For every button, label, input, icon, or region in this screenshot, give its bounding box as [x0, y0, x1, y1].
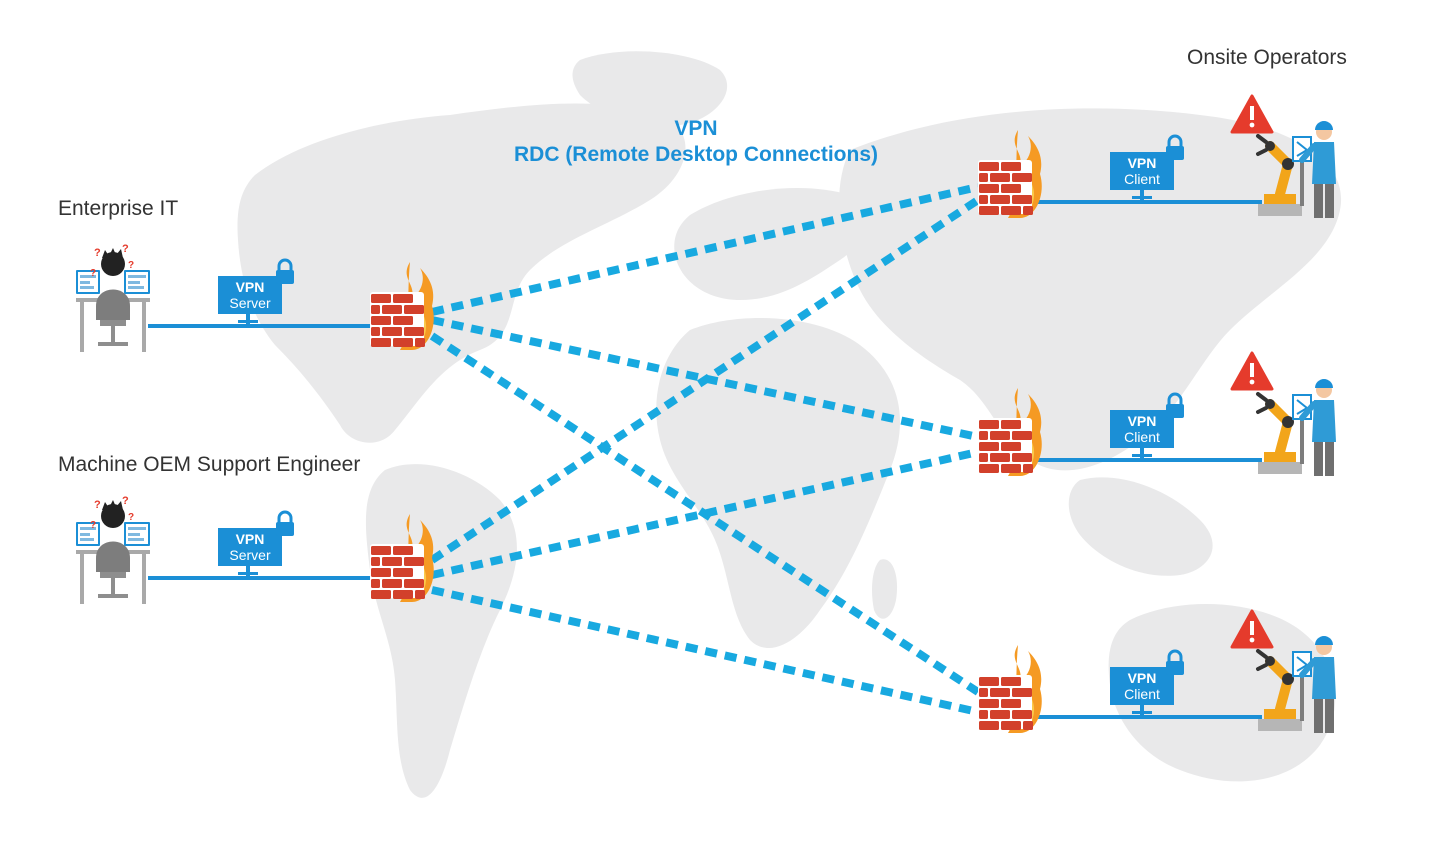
operator-with-robot-icon: [1258, 379, 1336, 476]
australia-shape: [1108, 603, 1336, 782]
southeast-asia-shape: [1068, 477, 1213, 576]
europe-shape: [674, 187, 869, 300]
vpn-client-line1: VPN: [1128, 670, 1157, 686]
vpn-client-line2: Client: [1124, 429, 1160, 445]
vpn-client-stems: [1132, 190, 1152, 717]
greenland-shape: [572, 51, 728, 126]
header-rdc: RDC (Remote Desktop Connections): [513, 143, 879, 166]
oem-engineer-label: Machine OEM Support Engineer: [58, 453, 361, 476]
vpn-server-line1: VPN: [236, 531, 265, 547]
vpn-client-badge-site1: VPN Client: [1110, 152, 1174, 190]
vpn-server-line2: Server: [229, 295, 271, 311]
north-america-shape: [237, 103, 686, 443]
vpn-server-badge-oem: VPN Server: [218, 528, 282, 566]
africa-shape: [656, 318, 900, 649]
header-vpn: VPN: [674, 117, 718, 140]
padlock-icon: [274, 510, 296, 538]
vpn-client-line2: Client: [1124, 171, 1160, 187]
vpn-client-line1: VPN: [1128, 413, 1157, 429]
left-solid-links: [148, 324, 372, 580]
firewall-icon: [978, 645, 1042, 733]
warning-triangle-icon: [1230, 94, 1274, 134]
vpn-client-line2: Client: [1124, 686, 1160, 702]
vpn-tunnels: [429, 183, 981, 716]
enterprise-it-label: Enterprise IT: [58, 197, 179, 220]
vpn-server-stems: [238, 314, 258, 578]
confused-engineer-icon: [76, 495, 150, 604]
confused-engineer-icon: [76, 243, 150, 352]
vpn-server-line2: Server: [229, 547, 271, 563]
tunnel-enterprise-site2: [431, 316, 979, 441]
onsite-operators-label: Onsite Operators: [1187, 46, 1347, 69]
vpn-client-line1: VPN: [1128, 155, 1157, 171]
vpn-server-badge-enterprise: VPN Server: [218, 276, 282, 314]
right-solid-links: [1036, 200, 1262, 719]
tunnel-oem-site1: [429, 196, 981, 564]
tunnel-oem-site2: [431, 448, 979, 579]
madagascar-shape: [872, 559, 898, 619]
vpn-client-badge-site2: VPN Client: [1110, 410, 1174, 448]
asia-shape: [839, 108, 1342, 471]
tunnel-enterprise-site1: [431, 183, 979, 316]
tunnel-oem-site3: [431, 586, 979, 716]
warning-triangle-icon: [1230, 351, 1274, 391]
south-america-shape: [365, 464, 517, 798]
tunnel-enterprise-site3: [429, 332, 981, 696]
diagram-header: VPN RDC (Remote Desktop Connections): [496, 117, 896, 167]
vpn-client-badge-site3: VPN Client: [1110, 667, 1174, 705]
world-map-background: [237, 51, 1342, 798]
vpn-server-line1: VPN: [236, 279, 265, 295]
